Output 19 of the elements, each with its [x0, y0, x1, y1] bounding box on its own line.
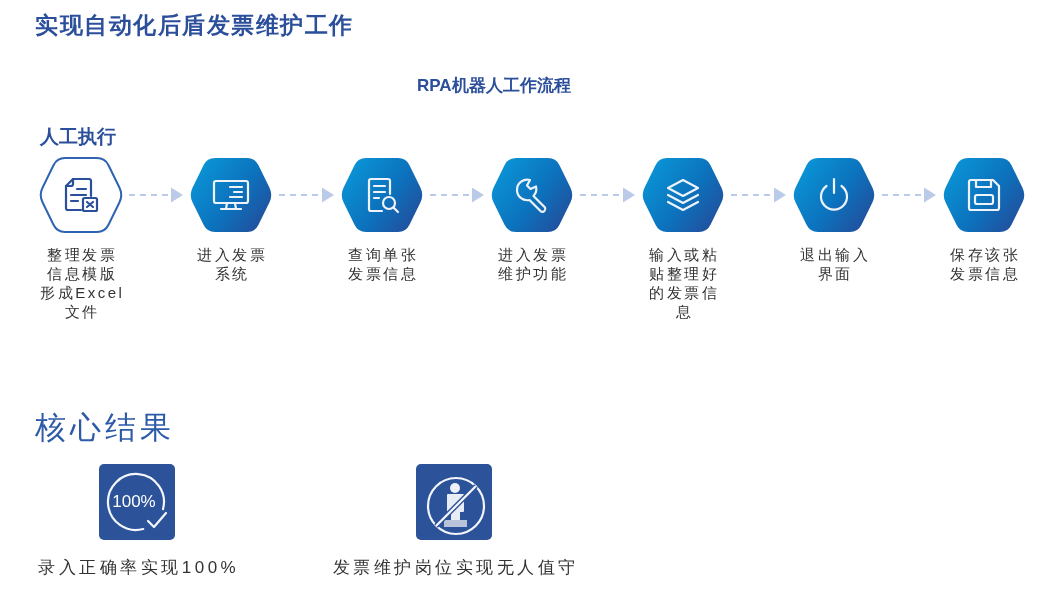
arrow: [579, 187, 636, 203]
step-label: 整理发票信息模版形成Excel文件: [39, 245, 126, 321]
step-label: 退出输入界面: [799, 245, 872, 283]
arrow: [429, 187, 485, 203]
result-caption: 发票维护岗位实现无人值守: [331, 557, 580, 579]
page-title: 实现自动化后盾发票维护工作: [35, 11, 354, 40]
step-label: 查询单张发票信息: [347, 245, 420, 283]
step-label: 保存该张发票信息: [949, 245, 1022, 283]
step-label: 进入发票维护功能: [497, 245, 570, 283]
section-heading: 核心结果: [35, 409, 175, 447]
arrow: [881, 187, 937, 203]
tile-text: 100%: [111, 491, 157, 513]
flow-heading: RPA机器人工作流程: [417, 75, 571, 97]
arrow: [730, 187, 787, 203]
result-caption: 录入正确率实现100%: [37, 557, 241, 579]
arrow: [278, 187, 335, 203]
step-label: 输入或粘贴整理好的发票信息: [648, 245, 721, 321]
step-label: 进入发票系统: [196, 245, 269, 283]
arrow: [128, 187, 184, 203]
